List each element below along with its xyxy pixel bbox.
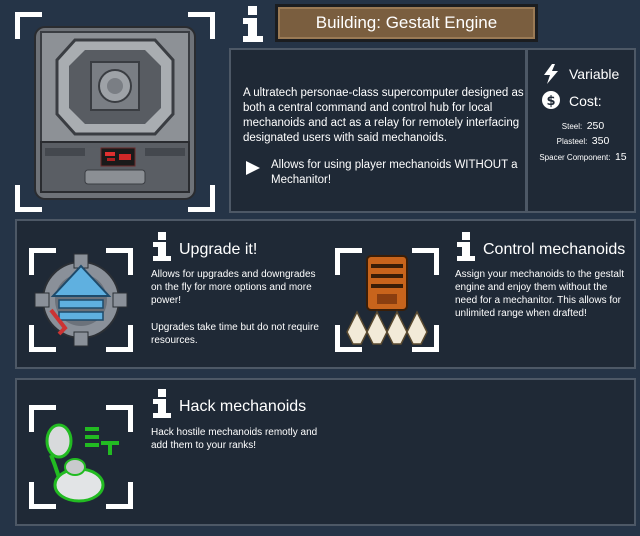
upgrade-image-frame [29,248,133,352]
building-title: Building: Gestalt Engine [315,13,498,32]
money-icon: $ [542,91,560,109]
stats-divider [525,50,528,211]
info-icon [457,232,475,261]
description-panel: A ultratech personae-class supercomputer… [229,48,636,213]
hack-panel: Hack mechanoids Hack hostile mechanoids … [15,378,636,526]
upgrade-text-secondary: Upgrades take time but do not require re… [151,322,319,346]
hack-mechanoid-image [45,423,119,503]
cost-name: Plasteel: [556,137,588,146]
upgrade-text: Allows for upgrades and downgrades on th… [151,269,316,306]
hack-image-frame [29,405,133,509]
info-icon [153,232,171,261]
control-title: Control mechanoids [483,241,626,258]
cost-row-steel: Steel: 250 [535,116,631,134]
upgrade-gear-image [34,253,128,347]
cost-value: 250 [586,120,605,132]
building-title-box: Building: Gestalt Engine [275,4,538,42]
cost-value: 15 [614,151,627,163]
control-text: Assign your mechanoids to the gestalt en… [455,269,624,319]
info-icon [153,389,171,418]
play-bullet-icon [246,161,260,175]
gestalt-engine-image [34,26,196,200]
svg-text:$: $ [546,94,555,109]
cost-row-plasteel: Plasteel: 350 [535,131,631,149]
features-panel: Upgrade it! Allows for upgrades and down… [15,219,636,369]
building-image-frame [15,12,215,212]
lightning-icon [544,64,558,84]
control-image-frame [335,248,439,352]
control-mechanoids-image [346,255,428,345]
upgrade-title: Upgrade it! [179,241,258,258]
cost-label: Cost: [569,93,602,109]
cost-name: Steel: [561,122,583,131]
cost-row-spacer-component: Spacer Component: 15 [533,147,633,165]
hack-title: Hack mechanoids [179,398,307,415]
cost-name: Spacer Component: [539,153,611,162]
description-bullet: Allows for using player mechanoids WITHO… [271,159,518,186]
hack-text: Hack hostile mechanoids remotly and add … [151,427,318,451]
power-label: Variable [569,66,620,82]
info-icon [243,6,263,42]
cost-value: 350 [591,135,610,147]
description-text: A ultratech personae-class supercomputer… [243,87,524,144]
